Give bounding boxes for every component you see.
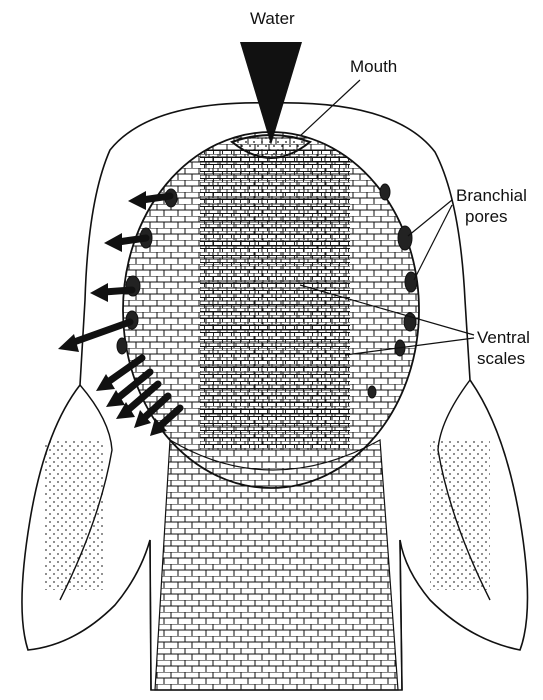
trunk-scales xyxy=(155,440,398,690)
ventral-scales-label-line2: scales xyxy=(477,349,525,369)
left-fin-texture xyxy=(45,440,105,590)
mouth-label: Mouth xyxy=(350,57,397,77)
right-fin-texture xyxy=(430,440,490,590)
water-label: Water xyxy=(250,9,295,29)
branchial-pores-label-line1: Branchial xyxy=(456,186,527,206)
ventral-scales-label-line1: Ventral xyxy=(477,328,530,348)
branchial-pores-label-line2: pores xyxy=(465,207,508,227)
water-inflow-arrow xyxy=(240,42,302,145)
